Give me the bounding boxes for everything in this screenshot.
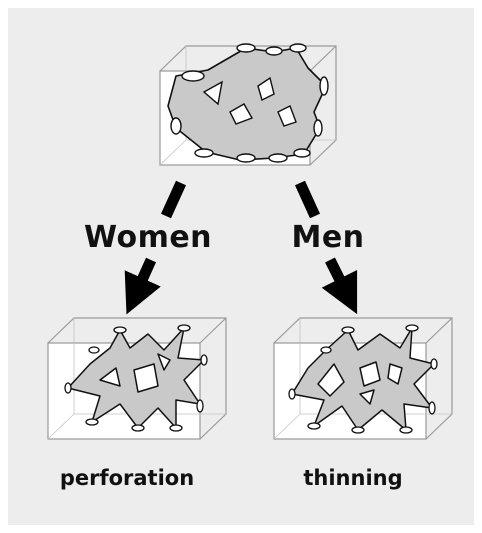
diagram-svg (8, 8, 474, 525)
cube-thinning (274, 318, 452, 439)
cube-perforation (48, 318, 226, 439)
diagram-canvas: Women Men perforation thinning (8, 8, 474, 525)
cube-original (160, 44, 336, 165)
label-women: Women (84, 220, 212, 255)
label-thinning: thinning (303, 466, 402, 490)
label-men: Men (291, 220, 364, 255)
label-perforation: perforation (60, 466, 194, 490)
